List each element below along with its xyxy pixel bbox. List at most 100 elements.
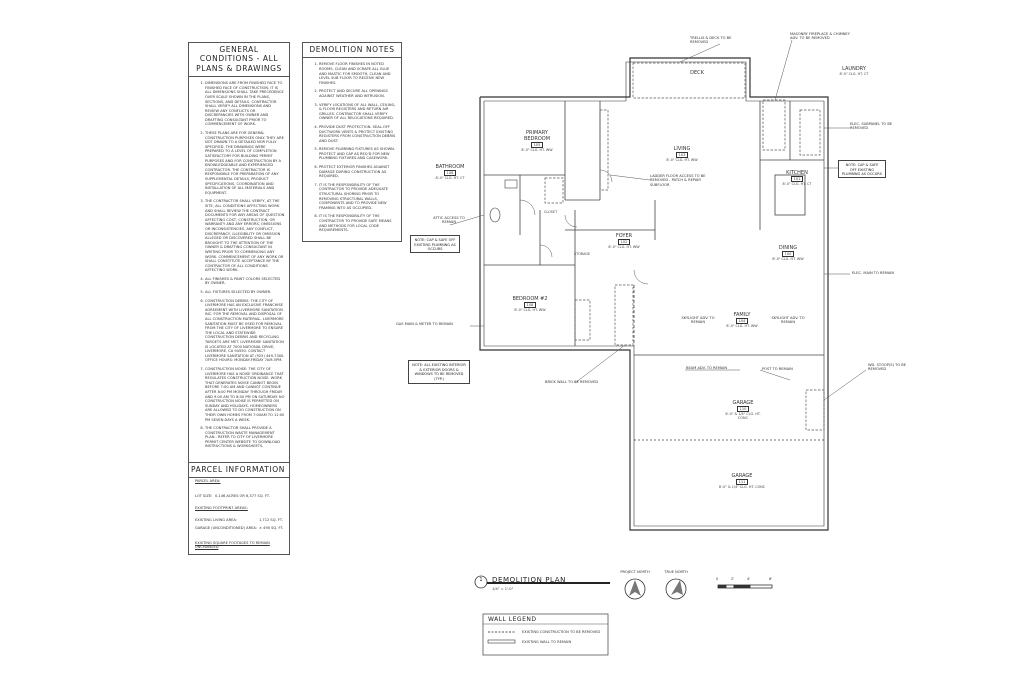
- room-label: PRIMARY BEDROOM 105 8'-0" CLG. HT. WW: [515, 130, 559, 152]
- exterior-wall: [479, 57, 829, 531]
- parcel-footnote: EXISTING SQUARE FOOTAGES TO REMAIN UNCHA…: [195, 541, 270, 549]
- general-condition-item: ALL FIXTURES SELECTED BY OWNER.: [205, 290, 285, 295]
- ladder-access-note: LADDER FLOOR ACCESS TO BE REMOVED - PATC…: [650, 174, 706, 187]
- room-label: LIVING 103 8'-0" CLG. HT. WW: [662, 146, 702, 162]
- room-label: FOYER 102 8'-0" CLG. HT. WW: [605, 233, 643, 249]
- stoop-demo: [805, 389, 825, 431]
- room-name: KITCHEN: [786, 170, 808, 176]
- lot-size-label: LOT SIZE:: [195, 494, 213, 498]
- closet-demo: [599, 109, 609, 191]
- wall-legend-box: [482, 613, 609, 656]
- gas-main-note: GAS MAIN & METER TO REMAIN: [396, 322, 453, 326]
- shower-demo: [544, 177, 564, 204]
- demolition-note-item: IT IS THE RESPONSIBILITY OF THE CONTRACT…: [319, 183, 397, 211]
- elec-subpanel-note: ELEC. SUBPANEL TO BE REMOVED: [850, 122, 893, 131]
- room-ceiling: 8'-0" CLG. HT. WW: [726, 324, 758, 329]
- demolition-note-item: VERIFY LOCATIONS OF ALL WALL, CEILING, &…: [319, 103, 397, 121]
- demolition-note-item: IT IS THE RESPONSIBILITY OF THE CONTRACT…: [319, 214, 397, 232]
- demolition-note-item: REMOVE PLUMBING FIXTURES AS SHOWN. PROTE…: [319, 147, 397, 161]
- closet2-demo: [574, 299, 591, 341]
- parcel-information-panel: PARCEL INFORMATION PARCEL AREA: LOT SIZE…: [188, 462, 290, 555]
- demolition-note-item: PROTECT EXTERIOR FINISHES AGAINST DAMAGE…: [319, 165, 397, 179]
- room-name: BEDROOM #2: [512, 296, 548, 302]
- demolition-note-item: REMOVE FLOOR FINISHES IN NOTED ROOMS. CL…: [319, 62, 397, 85]
- demolition-note-item: PROTECT AND SECURE ALL OPENINGS AGAINST …: [319, 89, 397, 98]
- parcel-information-title: PARCEL INFORMATION: [189, 463, 289, 479]
- demolition-notes-list: REMOVE FLOOR FINISHES IN NOTED ROOMS. CL…: [303, 58, 401, 232]
- trellis-note: TRELLIS & DECK TO BE REMOVED: [690, 36, 732, 45]
- elec-main-note: ELEC. MAIN TO REMAIN: [852, 271, 895, 275]
- room-tag: 105: [530, 142, 544, 149]
- room-ceiling: 8'-0" CLG. HT. WW: [666, 158, 698, 163]
- leader-line: [574, 344, 626, 384]
- plan-title: DEMOLITION PLAN: [492, 576, 566, 584]
- room-name: FAMILY: [733, 312, 751, 318]
- scale-bar-label: 4': [747, 577, 751, 581]
- room-label: GARAGE 110 8'-0" & 1/4" CLG. HT. CONC: [720, 400, 766, 420]
- scale-bar-label: 8': [769, 577, 773, 581]
- wall-legend-item: EXISTING CONSTRUCTION TO BE REMOVED: [522, 630, 601, 634]
- brick-wall-demo: [614, 284, 634, 346]
- room-label: BEDROOM #2 108 8'-0" CLG. HT. WW: [508, 296, 552, 312]
- room-tag: 110: [736, 406, 750, 413]
- room-tag: 111: [735, 479, 749, 486]
- general-condition-item: CONSTRUCTION NOISE: THE CITY OF LIVERMOR…: [205, 367, 285, 422]
- room-label: KITCHEN 101 8'-0" CLG. HT. CT: [778, 170, 816, 186]
- room-ceiling: 8'-0" CLG. HT. WW: [521, 148, 553, 153]
- exterior-wall-inner: [483, 61, 825, 527]
- general-condition-item: ALL FINISHES & PAINT COLORS SELECTED BY …: [205, 277, 285, 286]
- general-condition-item: THESE PLANS ARE FOR GENERAL CONSTRUCTION…: [205, 131, 285, 195]
- demolition-notes-title: DEMOLITION NOTES: [303, 43, 401, 59]
- beam-note: BEAM ADV. TO REMAIN: [686, 366, 728, 370]
- post-note: POST TO REMAIN: [762, 367, 793, 371]
- room-label: DECK: [682, 70, 712, 76]
- door-swing: [599, 169, 613, 183]
- room-name: PRIMARY BEDROOM: [523, 130, 551, 142]
- demolition-note-item: PROVIDE DUST PROTECTION. SEAL-OFF DUCTWO…: [319, 125, 397, 143]
- door-swing: [564, 214, 578, 228]
- plan-scale: 1/4" = 1'-0": [492, 587, 514, 591]
- leader-line: [774, 39, 793, 101]
- wall-legend-title: WALL LEGEND: [488, 616, 537, 623]
- room-ceiling: 8'-0" CLG. HT. CT: [839, 72, 869, 76]
- skylight-note: SKYLIGHT ADV. TO REMAIN: [681, 316, 715, 325]
- storage-label: STORAGE: [574, 252, 591, 256]
- room-ceiling: 8'-0" & 1/4" CLG. HT. CONC: [725, 412, 761, 421]
- living-area-label: EXISTING LIVING AREA:: [195, 518, 237, 522]
- doors-windows-callout: NOTE: ALL EXISTING INTERIOR & EXTERIOR D…: [408, 360, 470, 384]
- scale-bar-seg: [749, 584, 773, 589]
- demolition-notes-panel: DEMOLITION NOTES REMOVE FLOOR FINISHES I…: [302, 42, 402, 242]
- stoop-note: WD. STOOP(S) TO BE REMOVED: [868, 363, 907, 372]
- scale-bar-seg: [733, 584, 751, 589]
- brick-wall-note: BRICK WALL TO BE REMOVED: [545, 380, 599, 384]
- room-ceiling: 8'-0" CLG. HT. WW: [514, 308, 546, 313]
- existing-footprint-label: EXISTING FOOTPRINT AREAS:: [195, 506, 248, 510]
- scale-bar-label: 0: [716, 577, 719, 581]
- room-ceiling: 8'-0" CLG. HT. CT: [435, 176, 465, 181]
- parcel-area-label: PARCEL AREA:: [195, 479, 221, 483]
- room-label: BATHROOM 106 8'-0" CLG. HT. CT: [428, 164, 472, 180]
- room-name: DINING: [778, 245, 798, 251]
- plan-number: 1: [479, 577, 483, 583]
- lot-size-value: 0.146 ACRES OR 6,377 SQ. FT.: [215, 494, 270, 498]
- room-name: GARAGE: [732, 400, 754, 406]
- scale-bar-label: 2': [731, 577, 735, 581]
- room-tag: 106: [443, 170, 457, 177]
- leader-line: [759, 369, 791, 381]
- room-tag: 102: [617, 239, 631, 246]
- laundry-demo: [799, 109, 821, 156]
- garage-area-label: GARAGE (UNCONDITIONED) AREA:: [195, 526, 257, 530]
- garage-area-value: ± 490 SQ. FT.: [259, 526, 284, 530]
- project-north-arrow: [629, 580, 641, 596]
- room-tag: 100: [781, 251, 795, 258]
- room-label: FAMILY 104 8'-0" CLG. HT. WW: [722, 312, 762, 328]
- room-ceiling: 8'-0" CLG. HT. WW: [772, 257, 804, 262]
- general-condition-item: CONSTRUCTION DEBRIS: THE CITY OF LIVERMO…: [205, 299, 285, 363]
- room-name: LIVING: [673, 146, 691, 152]
- general-condition-item: DIMENSIONS ARE FROM FINISHED FACE TO FIN…: [205, 81, 285, 127]
- leader-line: [823, 369, 867, 401]
- true-north-circle: [665, 578, 687, 600]
- room-ceiling: 8'-0" CLG. HT. WW: [608, 245, 640, 250]
- living-area-value: 1,712 SQ. FT.: [259, 518, 283, 522]
